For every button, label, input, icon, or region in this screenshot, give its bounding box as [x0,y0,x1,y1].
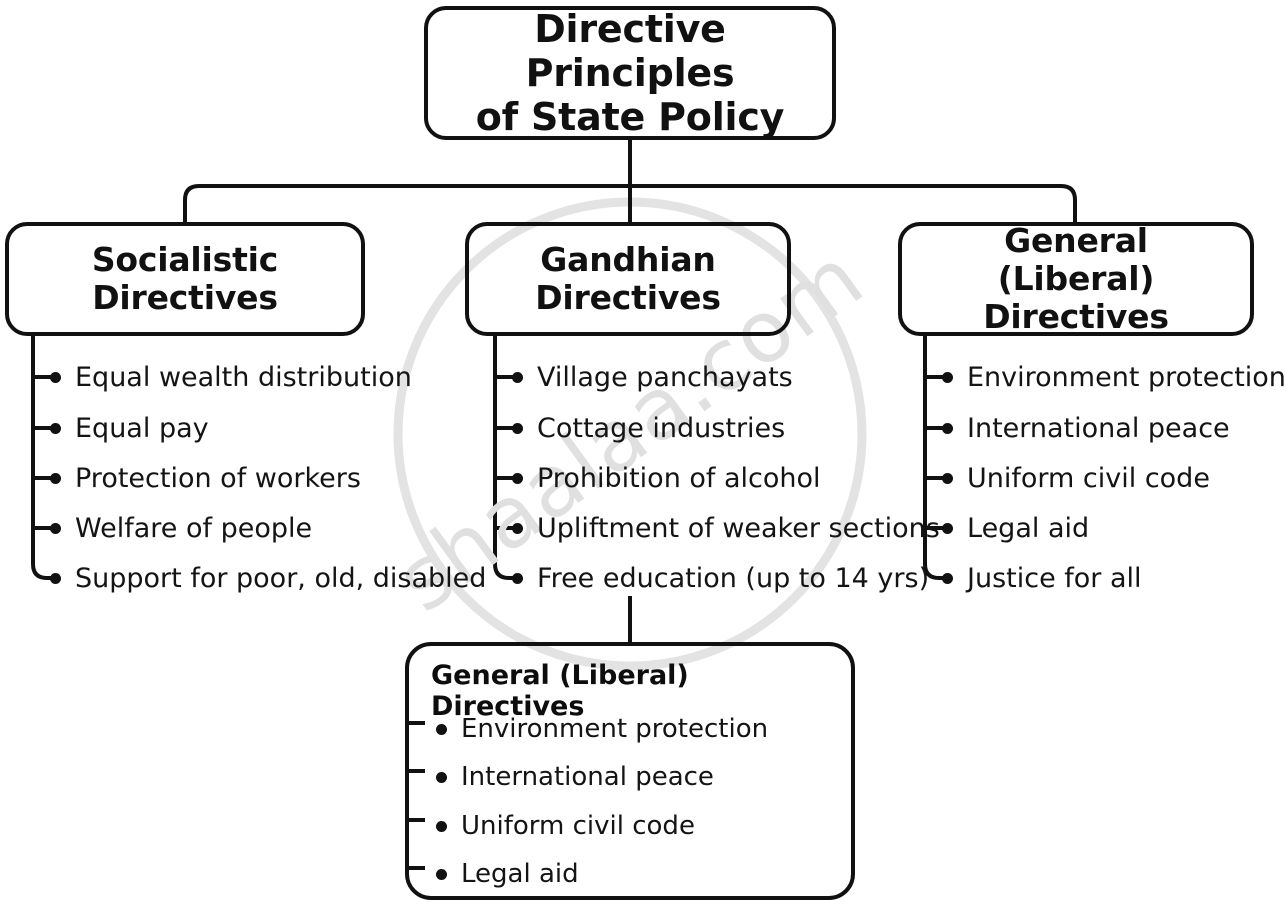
bullet-dot-icon [942,573,953,584]
list-item-label: Legal aid [461,859,579,889]
bullet-dot-icon [436,820,447,832]
list-item: Equal wealth distribution [50,364,412,391]
root-node: Directive Principles of State Policy [424,6,836,140]
bullet-dot-icon [50,423,61,434]
bullet-dot-icon [436,868,447,880]
list-item: Support for poor, old, disabled [50,565,486,592]
list-item-label: Village panchayats [537,362,793,393]
bullet-dot-icon [942,473,953,484]
bullet-dot-icon [50,573,61,584]
branch-title-general: General (Liberal) Directives [983,220,1169,337]
list-item-label: Cottage industries [537,413,786,444]
list-item: Uniform civil code [942,465,1210,492]
branch-title-gandhian: Gandhian Directives [535,239,721,317]
root-node-title: Directive Principles of State Policy [475,6,785,140]
list-item-label: Prohibition of alcohol [537,463,821,494]
list-item-label: Uniform civil code [461,811,695,841]
bullet-dot-icon [512,523,523,534]
list-item: Legal aid [942,515,1089,542]
list-item-label: Support for poor, old, disabled [75,563,487,594]
bullet-dot-icon [436,723,447,735]
list-item-label: Upliftment of weaker sections [537,513,940,544]
bullet-dot-icon [512,573,523,584]
bottom-node-general: General (Liberal) Directives [405,642,855,900]
list-item-label: Environment protection [461,714,769,744]
list-item: Justice for all [942,565,1142,592]
bullet-dot-icon [942,372,953,383]
spine-socialistic [31,336,56,580]
list-item: Protection of workers [50,465,361,492]
branch-title-socialistic: Socialistic Directives [91,239,279,317]
branch-node-general: General (Liberal) Directives [898,220,1254,337]
list-item: Environment protection [942,364,1285,391]
list-item-label: Justice for all [967,563,1142,594]
list-item: Prohibition of alcohol [512,465,821,492]
list-item-label: Equal wealth distribution [75,362,412,393]
spine-gandhian [493,336,518,580]
list-item: Environment protection [436,716,768,742]
spine-general [923,336,948,580]
bullet-dot-icon [50,523,61,534]
bullet-dot-icon [436,771,447,783]
list-item: Upliftment of weaker sections [512,515,940,542]
bullet-dot-icon [942,423,953,434]
list-item-label: Free education (up to 14 yrs) [537,563,930,594]
list-item-label: Welfare of people [75,513,313,544]
bullet-dot-icon [50,473,61,484]
branch-node-gandhian: Gandhian Directives [465,222,791,336]
list-item-label: International peace [461,762,714,792]
bullet-dot-icon [942,523,953,534]
branch-node-socialistic: Socialistic Directives [5,222,365,336]
bullet-dot-icon [50,372,61,383]
list-item-label: Legal aid [967,513,1090,544]
list-item-label: Equal pay [75,413,209,444]
list-item: International peace [942,415,1230,442]
list-item-label: International peace [967,413,1230,444]
list-item: Cottage industries [512,415,785,442]
bottom-node-title: General (Liberal) Directives [431,660,689,722]
bullet-dot-icon [512,423,523,434]
list-item: International peace [436,764,714,790]
bullet-dot-icon [512,372,523,383]
list-item-label: Environment protection [967,362,1285,393]
list-item: Welfare of people [50,515,312,542]
list-item-label: Protection of workers [75,463,361,494]
list-item: Village panchayats [512,364,793,391]
list-item: Uniform civil code [436,813,695,839]
list-item: Legal aid [436,861,579,887]
list-item: Free education (up to 14 yrs) [512,565,929,592]
list-item-label: Uniform civil code [967,463,1210,494]
bullet-dot-icon [512,473,523,484]
list-item: Equal pay [50,415,209,442]
